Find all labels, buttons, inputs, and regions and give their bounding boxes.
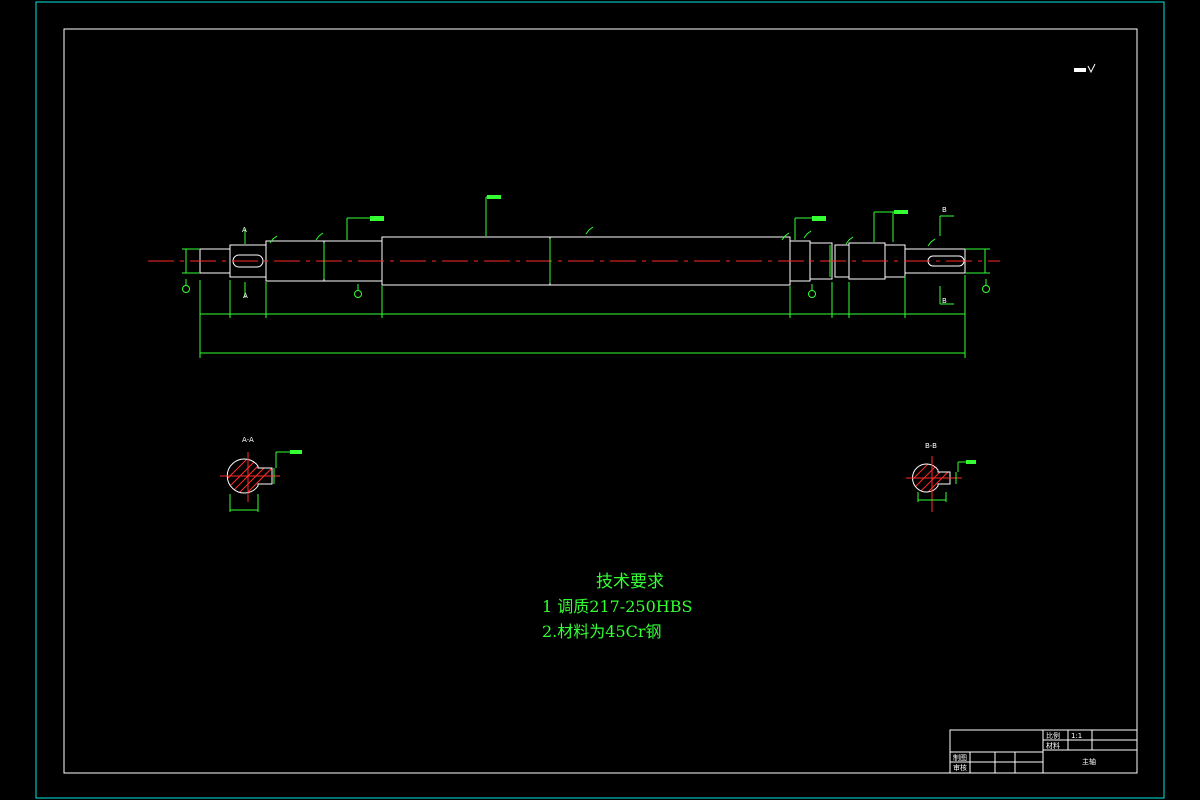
tech-req-item-2: 2.材料为45Cr钢 bbox=[542, 622, 662, 641]
leader-tags bbox=[370, 195, 908, 221]
inner-frame bbox=[63, 28, 1138, 774]
tech-req-heading: 技术要求 bbox=[596, 572, 664, 592]
section-marker-a-top: A bbox=[242, 226, 247, 234]
section-b-title: B-B bbox=[925, 442, 937, 450]
title-block-material-label: 材料 bbox=[1046, 741, 1060, 750]
roughness-marks bbox=[269, 226, 936, 247]
title-block-drawn-label: 制图 bbox=[953, 753, 967, 762]
outer-frame bbox=[35, 1, 1165, 799]
title-block-part-name: 主轴 bbox=[1082, 757, 1096, 766]
title-block-scale-value: 1:1 bbox=[1071, 732, 1082, 740]
section-marker-b-bottom: B bbox=[942, 297, 947, 305]
title-block bbox=[949, 729, 1138, 774]
section-a-title: A-A bbox=[242, 436, 254, 444]
dimension-lines bbox=[182, 196, 990, 358]
tech-req-item-1: 1 调质217-250HBS bbox=[542, 597, 692, 616]
title-block-checked-label: 审核 bbox=[953, 763, 967, 772]
title-block-scale-label: 比例 bbox=[1046, 731, 1060, 740]
section-marker-a-bottom: A bbox=[243, 292, 248, 300]
roughness-note bbox=[1074, 63, 1096, 74]
section-view-a: A-A bbox=[220, 436, 302, 512]
section-view-b: B-B bbox=[906, 442, 976, 512]
technical-requirements: 技术要求 1 调质217-250HBS 2.材料为45Cr钢 bbox=[542, 572, 692, 641]
datum-symbols bbox=[182, 279, 990, 298]
section-marker-b-top: B bbox=[942, 206, 947, 214]
